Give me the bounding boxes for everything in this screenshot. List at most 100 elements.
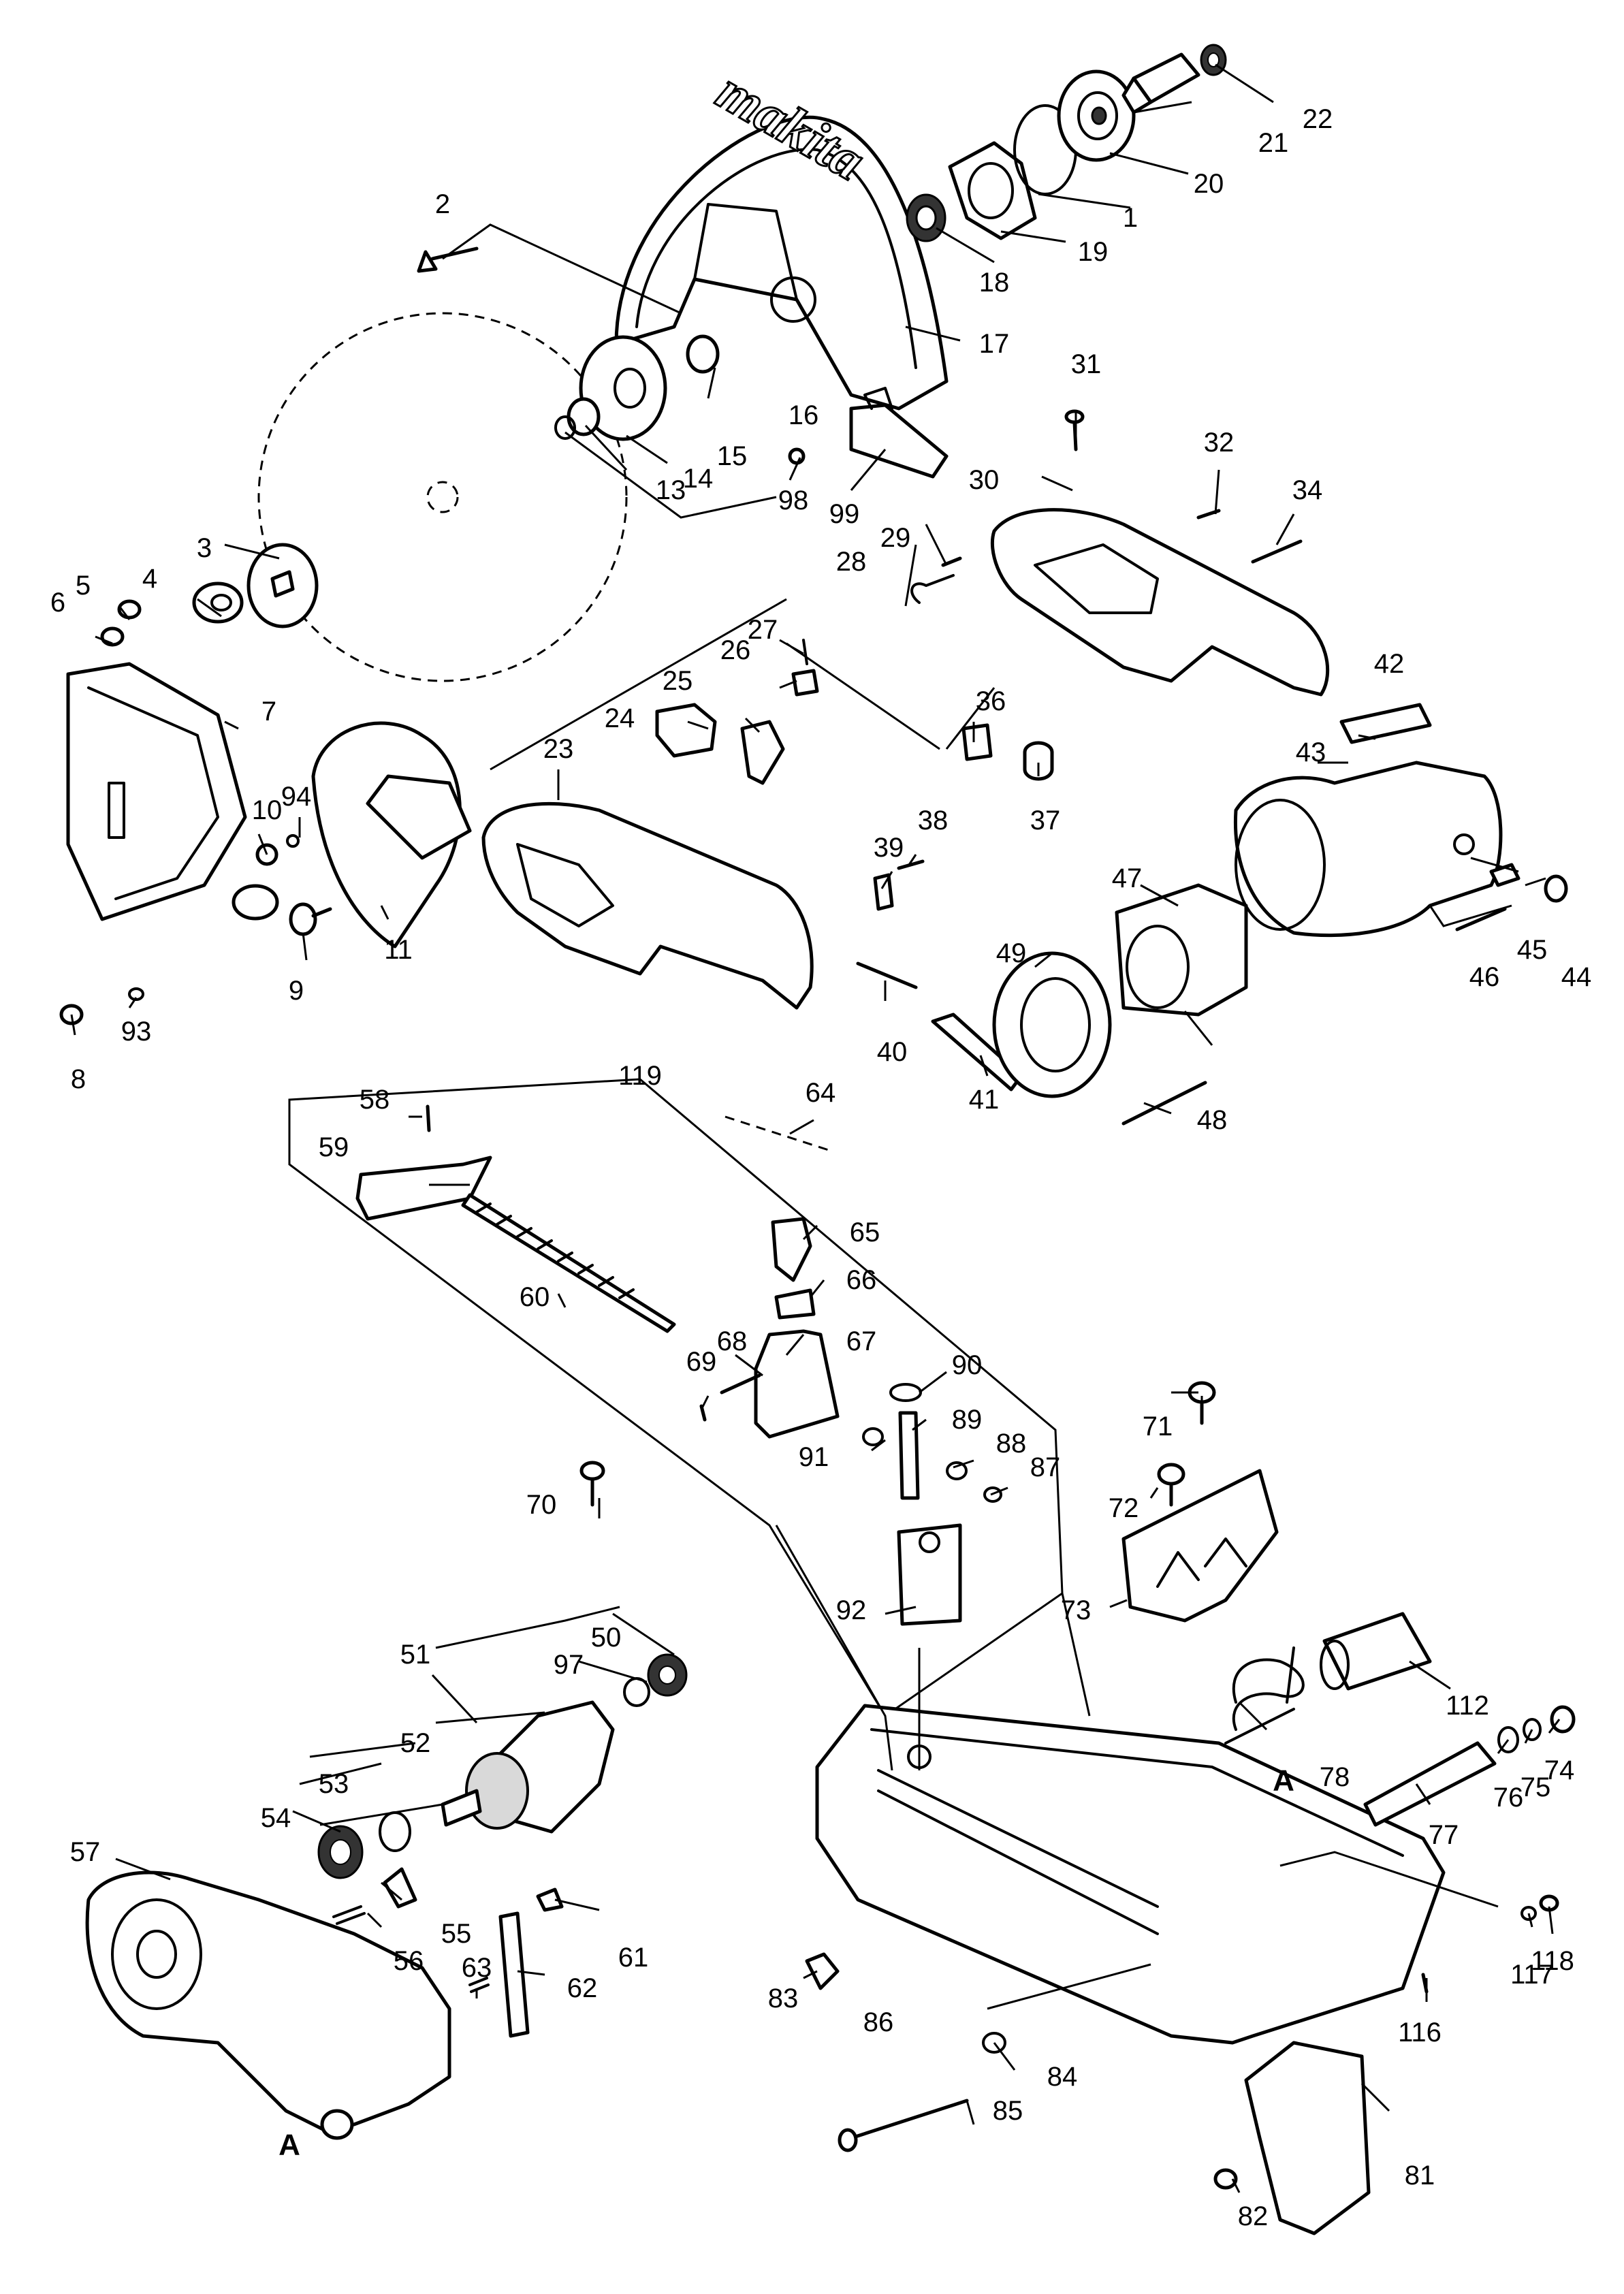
washer-part-91: [862, 1427, 884, 1446]
label-10: 10: [252, 795, 283, 825]
inner-flange-part-15: [579, 335, 667, 441]
clip-part-83: [805, 1952, 840, 1990]
label-38: 38: [918, 806, 949, 835]
label-37: 37: [1030, 806, 1061, 835]
label-1: 1: [1123, 203, 1138, 233]
label-25: 25: [663, 666, 693, 696]
label-90: 90: [952, 1350, 983, 1380]
label-50: 50: [591, 1623, 622, 1653]
label-36: 36: [976, 686, 1006, 716]
label-51: 51: [400, 1640, 431, 1670]
label-81: 81: [1405, 2161, 1435, 2191]
washer-part-97: [623, 1677, 650, 1707]
screw-part-46: [1455, 907, 1507, 931]
washer-part-88: [946, 1461, 968, 1480]
screw-part-63: [468, 1977, 490, 1993]
label-40: 40: [877, 1037, 908, 1067]
label-17: 17: [979, 329, 1010, 359]
vise-shaft-part-60: [461, 1193, 676, 1333]
label-41: 41: [969, 1085, 1000, 1115]
label-69: 69: [686, 1347, 717, 1377]
screw-part-82: [1213, 2168, 1238, 2190]
label-59: 59: [319, 1132, 349, 1162]
spindle-part-21: [1121, 52, 1200, 114]
label-14: 14: [683, 464, 714, 494]
washer-part-76: [1497, 1726, 1519, 1753]
screw-part-38: [897, 859, 925, 870]
vise-group-119-outline: [288, 1078, 1064, 1718]
label-19: 19: [1078, 237, 1109, 267]
label-8: 8: [71, 1064, 86, 1094]
spring-part-56: [332, 1905, 366, 1925]
bearing-part-18: [906, 193, 946, 242]
label-15: 15: [717, 441, 748, 471]
spring-part-27: [802, 639, 808, 665]
fence-part-73: [1121, 1469, 1279, 1623]
nut-part-74: [1550, 1705, 1576, 1734]
label-63: 63: [462, 1953, 492, 1983]
label-26: 26: [720, 635, 751, 665]
label-27: 27: [748, 615, 778, 645]
screw-part-34: [1251, 539, 1303, 564]
flange-part-19: [948, 141, 1037, 240]
label-85: 85: [993, 2096, 1023, 2126]
label-78: 78: [1320, 1762, 1350, 1792]
label-74: 74: [1544, 1755, 1575, 1785]
label-99: 99: [829, 499, 860, 529]
reference-marker-a-base: A: [1273, 1764, 1294, 1798]
washer-part-84: [982, 2032, 1006, 2054]
cap-part-44: [1544, 874, 1568, 903]
label-18: 18: [979, 268, 1010, 298]
label-77: 77: [1429, 1820, 1459, 1850]
label-91: 91: [799, 1442, 829, 1472]
pin-part-58: [426, 1104, 431, 1132]
label-56: 56: [394, 1946, 424, 1976]
label-47: 47: [1112, 863, 1143, 893]
bolt-part-85: [838, 2099, 969, 2152]
wing-bolt-part-61: [536, 1887, 564, 1912]
label-7: 7: [261, 697, 276, 727]
label-61: 61: [618, 1943, 649, 1973]
label-6: 6: [50, 588, 65, 618]
key-part-55: [383, 1867, 417, 1909]
outer-flange-part-3: [246, 543, 319, 628]
screw-part-48: [1121, 1081, 1207, 1126]
reference-marker-a-housing: A: [278, 2129, 300, 2162]
cover-part-81: [1244, 2041, 1371, 2235]
screw-part-2: [417, 246, 479, 273]
label-58: 58: [360, 1085, 390, 1115]
bearing-part-50: [647, 1653, 688, 1697]
label-28: 28: [836, 547, 867, 577]
label-119: 119: [618, 1061, 662, 1091]
label-82: 82: [1238, 2201, 1269, 2231]
switch-part-24: [655, 703, 717, 758]
label-21: 21: [1258, 128, 1289, 158]
gear-part-20: [1057, 69, 1136, 162]
bolt-part-70: [579, 1461, 605, 1507]
safety-guard-part-7: [66, 662, 279, 921]
label-98: 98: [778, 485, 809, 515]
washer-part-75: [1523, 1718, 1542, 1741]
bolt-part-71: [1188, 1381, 1216, 1425]
handle-half-part-30: [990, 508, 1330, 697]
label-112: 112: [1446, 1691, 1489, 1721]
o-ring-part-13: [554, 415, 576, 440]
spring-part-28: [910, 574, 955, 604]
clip-part-39: [873, 873, 894, 911]
screw-part-31: [1064, 409, 1085, 451]
plate-part-62: [498, 1911, 530, 2038]
ring-part-87: [983, 1486, 1002, 1503]
label-22: 22: [1303, 104, 1333, 134]
field-coil-part-47: [1115, 883, 1248, 1017]
label-66: 66: [846, 1265, 877, 1295]
label-72: 72: [1109, 1493, 1139, 1523]
label-93: 93: [121, 1017, 152, 1047]
label-46: 46: [1469, 962, 1500, 992]
label-29: 29: [880, 523, 911, 553]
label-71: 71: [1143, 1412, 1173, 1441]
washer-part-94: [286, 834, 300, 848]
label-86: 86: [863, 2007, 894, 2037]
label-45: 45: [1517, 935, 1548, 965]
label-43: 43: [1296, 737, 1326, 767]
